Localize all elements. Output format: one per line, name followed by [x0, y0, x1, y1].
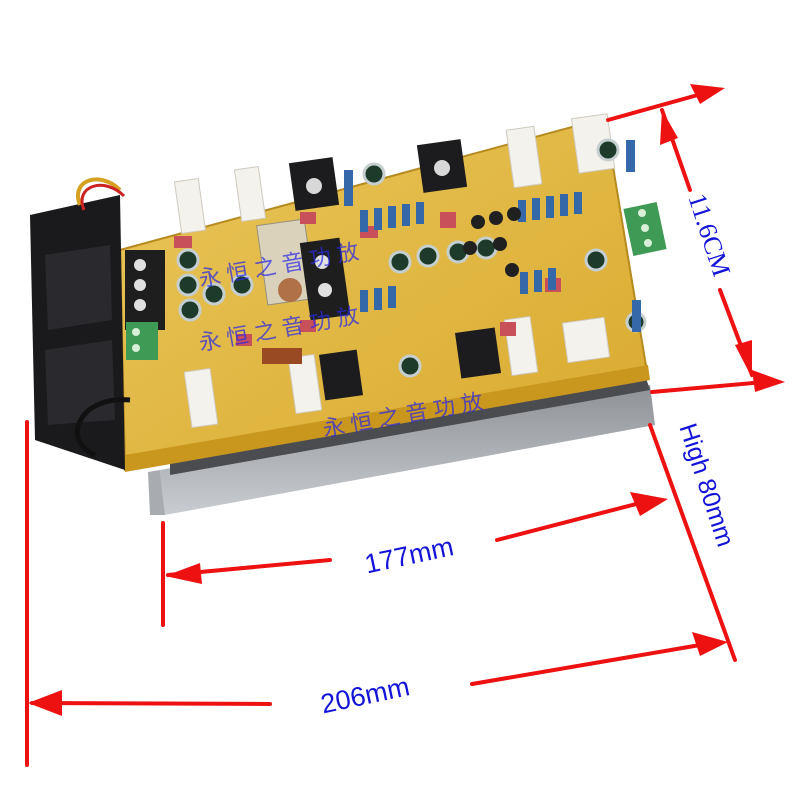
green-terminals	[126, 201, 667, 360]
transistors	[463, 207, 521, 277]
cooling-fan	[30, 177, 131, 470]
screw-terminal-blocks	[125, 237, 351, 330]
relay	[256, 218, 316, 306]
capacitors	[176, 138, 647, 378]
inductor-coil	[262, 348, 302, 364]
resistor-rows	[344, 140, 641, 332]
dimension-arrows	[25, 84, 785, 767]
voltage-regulators	[288, 139, 502, 401]
